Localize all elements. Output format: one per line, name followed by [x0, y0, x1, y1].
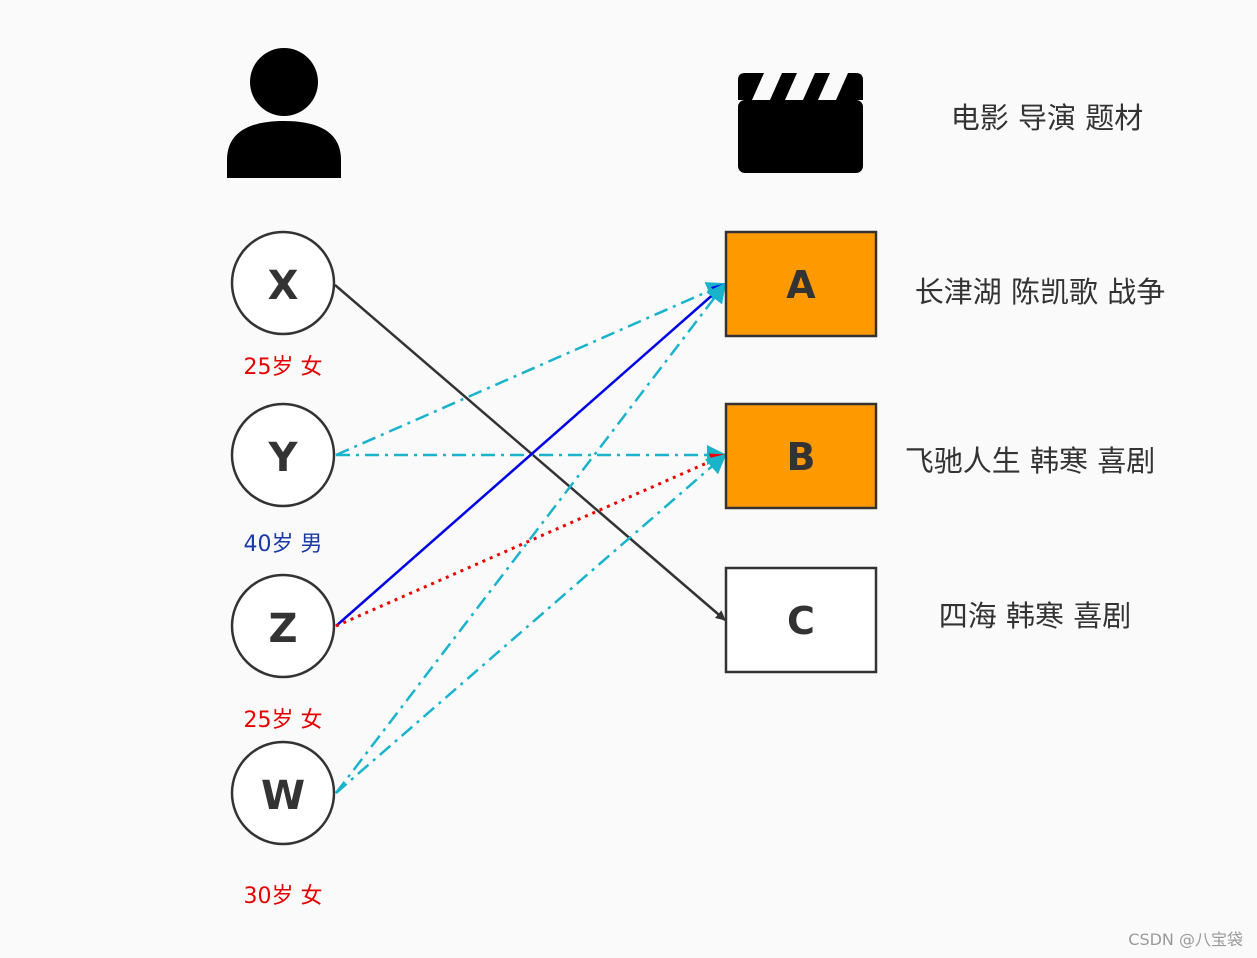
user-y: Y 40岁 男	[230, 402, 336, 557]
user-y-circle	[230, 402, 336, 508]
movie-c-letter: C	[787, 599, 815, 643]
edge-w-to-a	[335, 282, 727, 794]
user-y-label: 40岁 男	[244, 532, 323, 557]
user-x-circle	[230, 230, 336, 336]
person-icon	[227, 48, 341, 178]
movie-c: C 四海 韩寒 喜剧	[724, 566, 1131, 674]
user-w-label: 30岁 女	[244, 884, 323, 909]
user-z-letter: Z	[268, 606, 297, 652]
edge-z-to-a	[335, 283, 727, 627]
movie-a: A 长津湖 陈凯歌 战争	[724, 230, 1165, 338]
edge-z-to-b	[335, 453, 727, 628]
movie-b-box	[724, 402, 878, 510]
movie-b-letter: B	[787, 435, 816, 479]
movie-attributes-header: 电影 导演 题材	[951, 101, 1143, 135]
user-x-letter: X	[268, 263, 299, 309]
edge-w-to-b	[335, 453, 727, 794]
movie-a-box	[724, 230, 878, 338]
user-y-letter: Y	[268, 435, 299, 481]
watermark: CSDN @八宝袋	[1128, 930, 1243, 949]
user-w-letter: W	[261, 773, 305, 819]
user-x-label: 25岁 女	[244, 355, 323, 380]
movie-b: B 飞驰人生 韩寒 喜剧	[724, 402, 1155, 510]
movie-a-info: 长津湖 陈凯歌 战争	[915, 275, 1165, 309]
movie-b-info: 飞驰人生 韩寒 喜剧	[905, 444, 1155, 478]
movie-a-letter: A	[786, 263, 816, 307]
clapperboard-icon	[738, 73, 863, 173]
edge-x-to-c	[334, 284, 726, 621]
user-x: X 25岁 女	[230, 230, 336, 380]
user-z-label: 25岁 女	[244, 708, 323, 733]
user-z: Z 25岁 女	[230, 573, 336, 733]
user-z-circle	[230, 573, 336, 679]
movie-c-info: 四海 韩寒 喜剧	[939, 599, 1131, 633]
edges	[334, 282, 727, 794]
movie-c-box	[724, 566, 878, 674]
edge-y-to-a	[335, 282, 727, 457]
user-w-circle	[230, 740, 336, 846]
user-w: W 30岁 女	[230, 740, 336, 909]
